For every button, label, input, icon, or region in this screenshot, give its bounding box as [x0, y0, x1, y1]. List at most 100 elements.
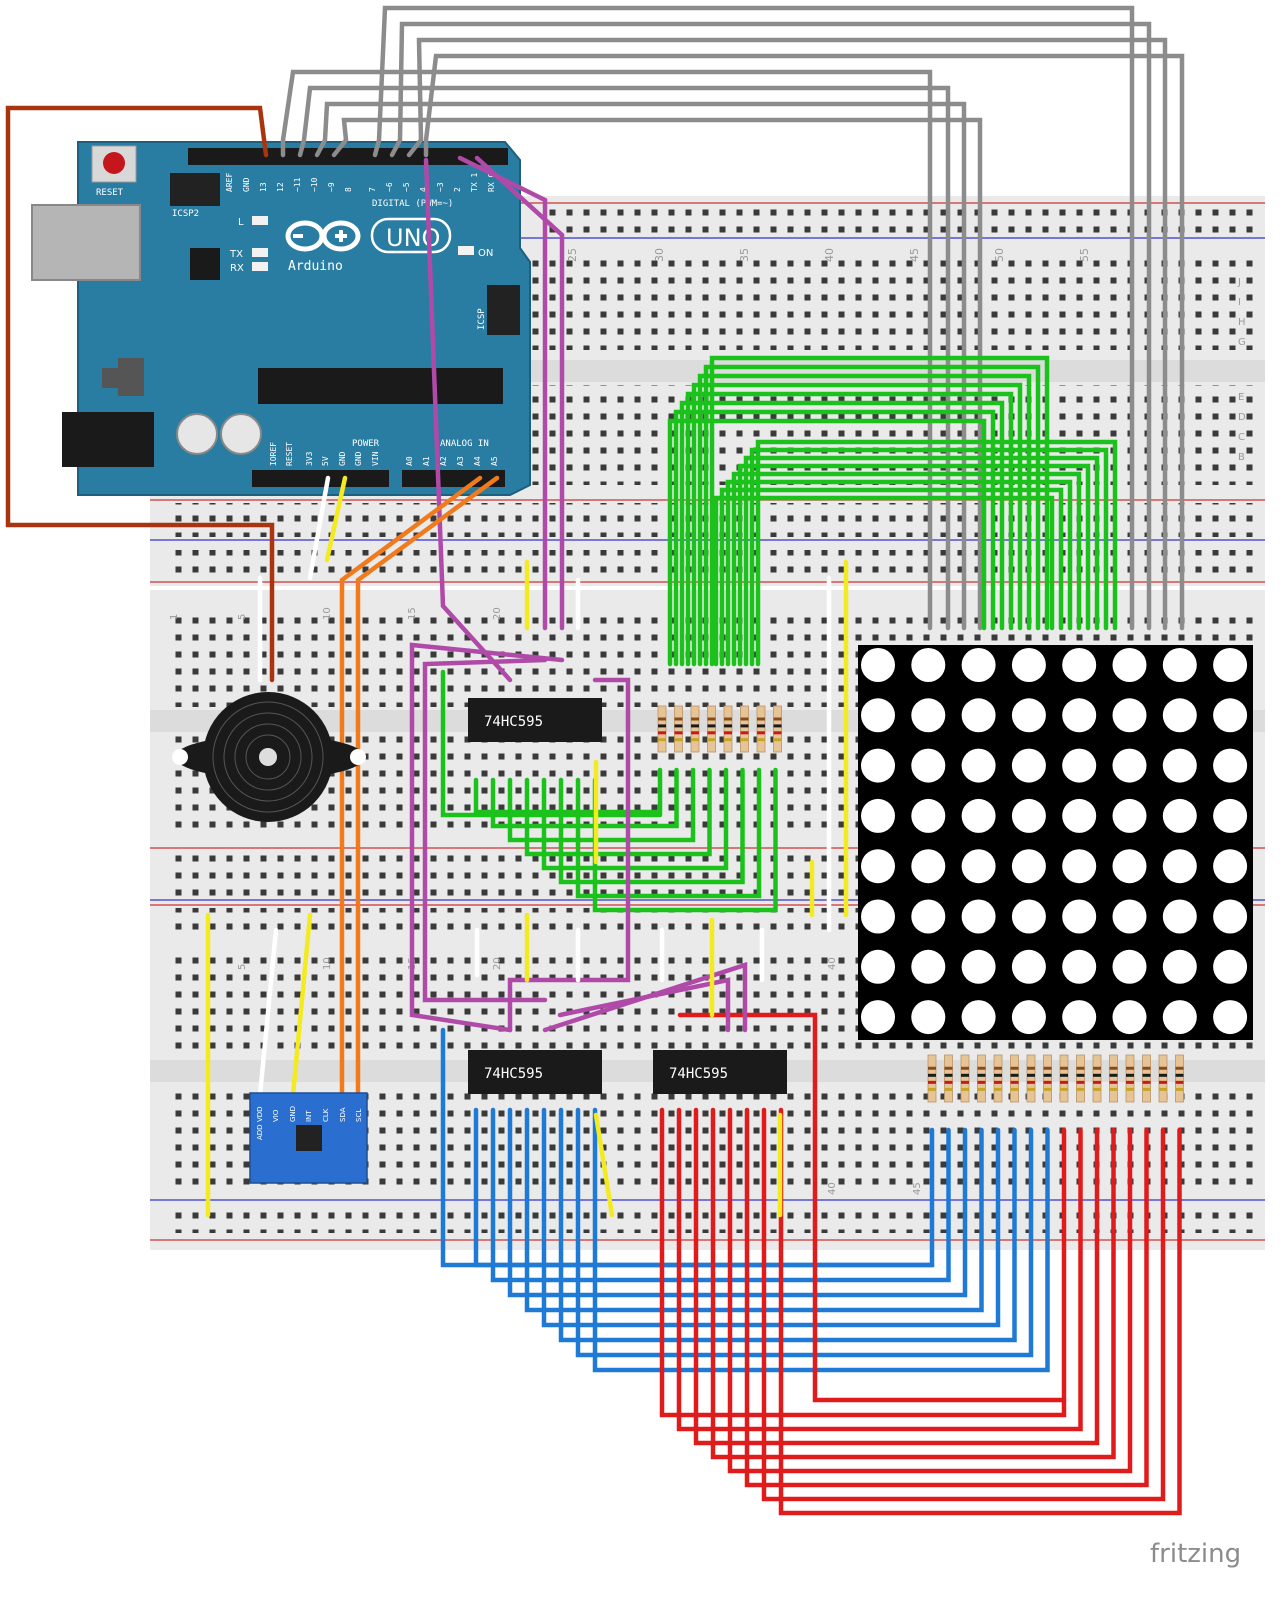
resistor — [1059, 1054, 1069, 1103]
matrix-led — [1162, 748, 1197, 783]
blue-wire — [592, 1107, 1050, 1373]
row-letter: I — [1238, 297, 1241, 308]
power-pin-label: 5V — [321, 456, 330, 466]
icsp-header — [487, 285, 520, 335]
resistor-band — [1010, 1066, 1019, 1070]
icsp2-header — [170, 173, 220, 206]
resistor-band — [740, 738, 749, 742]
resistor-band — [961, 1073, 969, 1077]
matrix-led — [861, 1000, 895, 1035]
accelerometer-pin-label: VIO — [272, 1109, 280, 1122]
resistor-band — [740, 731, 749, 735]
col-number: 1 — [169, 614, 180, 620]
col-number: 20 — [492, 607, 503, 620]
matrix-led — [861, 798, 895, 833]
shift-register-2: 74HC595 — [468, 1050, 602, 1094]
matrix-led — [1162, 1000, 1197, 1035]
power-pin-label: GND — [338, 451, 347, 466]
resistor — [773, 705, 782, 753]
magenta-wire — [409, 642, 565, 1033]
matrix-led — [911, 748, 946, 783]
resistor-band — [757, 724, 765, 728]
matrix-led — [1112, 748, 1147, 783]
gray-wire — [297, 85, 951, 631]
resistor-band — [757, 738, 765, 742]
green-wire — [673, 409, 996, 667]
matrix-led — [911, 698, 946, 733]
matrix-led — [1011, 748, 1046, 783]
resistor — [1092, 1054, 1102, 1103]
resistor — [1142, 1054, 1151, 1103]
gray-wire — [406, 37, 1168, 631]
resistor-band — [1060, 1087, 1068, 1091]
resistor-band — [928, 1087, 936, 1091]
resistor — [1026, 1054, 1036, 1103]
col-number: 25 — [566, 248, 579, 262]
resistor — [674, 705, 683, 753]
green-wire — [719, 487, 1064, 667]
matrix-led — [1213, 698, 1248, 733]
green-wire — [713, 495, 1055, 667]
capacitor-2 — [220, 413, 262, 455]
resistor — [707, 705, 716, 753]
col-number: 40 — [827, 1182, 838, 1195]
matrix-led — [961, 698, 996, 733]
resistor-band — [773, 731, 782, 735]
power-pin-label: VIN — [371, 451, 380, 466]
matrix-led — [961, 748, 996, 783]
digital-pin-label: ~3 — [436, 182, 445, 192]
resistor-band — [691, 731, 699, 735]
led-tx — [252, 248, 268, 257]
digital-pin-label: ~5 — [402, 182, 411, 192]
red-wire — [761, 1107, 1166, 1502]
yellow-wire — [290, 912, 313, 1098]
matrix-led — [1062, 1000, 1097, 1035]
gray-wire — [423, 53, 1185, 631]
resistor-band — [1043, 1073, 1052, 1077]
analog-pin-label: A3 — [456, 456, 465, 466]
matrix-led — [1213, 1000, 1248, 1035]
addr-label: ADD — [256, 1124, 264, 1140]
resistor-band — [1175, 1080, 1184, 1084]
resistor-band — [740, 724, 749, 728]
matrix-led — [1112, 849, 1147, 884]
resistor-band — [994, 1080, 1002, 1084]
digital-pin-label: ~10 — [310, 177, 319, 192]
resistor-band — [707, 731, 716, 735]
reset-button-cap[interactable] — [103, 152, 125, 174]
matrix-led — [911, 1000, 946, 1035]
matrix-led — [1062, 949, 1097, 984]
matrix-led — [1213, 949, 1248, 984]
col-number: 10 — [322, 607, 333, 620]
reset-label: RESET — [96, 188, 124, 198]
matrix-led — [1062, 899, 1097, 934]
matrix-led — [1062, 698, 1097, 733]
resistor-band — [1142, 1066, 1151, 1070]
resistor-band — [1109, 1073, 1118, 1077]
gray-wire — [389, 21, 1152, 631]
resistor-band — [1027, 1066, 1035, 1070]
magenta-wire — [423, 157, 513, 683]
accelerometer-pin-label: VDD — [256, 1106, 264, 1122]
resistor — [1125, 1054, 1135, 1103]
matrix-led — [1011, 798, 1046, 833]
usb-chip — [190, 248, 220, 280]
col-number: 35 — [738, 248, 751, 262]
capacitor-1 — [176, 413, 218, 455]
blue-wire — [524, 1107, 984, 1313]
col-number: 40 — [823, 248, 836, 262]
matrix-led — [1162, 648, 1197, 682]
green-wire — [541, 767, 729, 871]
resistor-band — [658, 731, 666, 735]
resistor-band — [1093, 1066, 1101, 1070]
resistor-band — [1109, 1080, 1118, 1084]
col-number: 5 — [237, 614, 248, 620]
resistor — [1076, 1054, 1085, 1103]
green-wire — [749, 447, 1109, 667]
digital-pin-label: 2 — [453, 187, 462, 192]
matrix-led — [961, 1000, 996, 1035]
matrix-led — [911, 849, 946, 884]
magenta-wire — [422, 657, 548, 1003]
resistor — [740, 705, 749, 753]
